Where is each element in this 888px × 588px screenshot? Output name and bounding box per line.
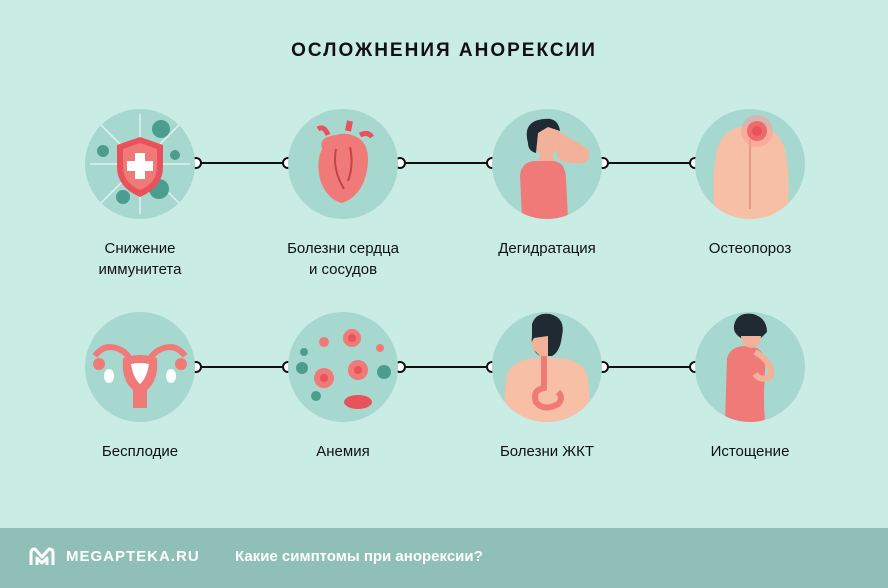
item-label: Остеопороз (665, 238, 835, 259)
item-label: Истощение (665, 441, 835, 462)
connector (196, 162, 288, 164)
back-pain-icon (695, 109, 805, 219)
connector (603, 366, 695, 368)
megapteka-logo-icon (28, 546, 56, 568)
footer-question: Какие симптомы при анорексии? (235, 548, 483, 565)
label-line: Остеопороз (708, 240, 792, 257)
connector (603, 162, 695, 164)
label-line: Болезни ЖКТ (499, 443, 595, 460)
label-line: Истощение (710, 443, 790, 460)
item-label: Болезни ЖКТ (462, 441, 632, 462)
item-label: Болезни сердца и сосудов (258, 238, 428, 280)
label-line: Болезни сердца (287, 240, 399, 257)
woman-headache-icon (492, 109, 602, 219)
connector (400, 366, 492, 368)
label-line: Снижение (104, 240, 176, 257)
label-line: и сосудов (308, 261, 378, 278)
item-label: Снижение иммунитета (55, 238, 225, 280)
heart-icon (288, 109, 398, 219)
connector (196, 366, 288, 368)
item-label: Анемия (258, 441, 428, 462)
stomach-icon (492, 312, 602, 422)
footer: MEGAPTEKA.RU Какие симптомы при анорекси… (0, 528, 888, 588)
connector (400, 162, 492, 164)
label-line: Бесплодие (101, 443, 179, 460)
item-label: Бесплодие (55, 441, 225, 462)
label-line: Анемия (316, 443, 370, 460)
blood-cells-icon (288, 312, 398, 422)
thin-woman-icon (695, 312, 805, 422)
brand-name[interactable]: MEGAPTEKA.RU (66, 548, 200, 565)
label-line: Дегидратация (498, 240, 596, 257)
page-title: ОСЛОЖНЕНИЯ АНОРЕКСИИ (291, 40, 597, 61)
label-line: иммунитета (98, 261, 182, 278)
uterus-icon (85, 312, 195, 422)
item-label: Дегидратация (462, 238, 632, 259)
shield-virus-icon (85, 109, 195, 219)
